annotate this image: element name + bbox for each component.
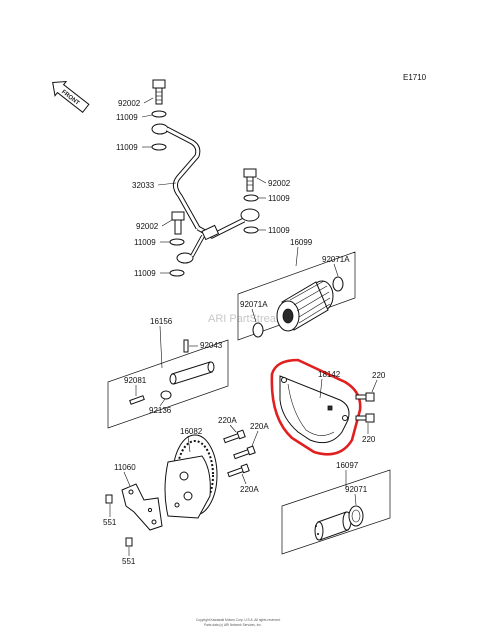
callout-32033: 32033 — [132, 181, 155, 190]
callout-220: 220 — [372, 371, 386, 380]
relief-valve-oring — [348, 505, 364, 527]
callout-92136: 92136 — [149, 406, 172, 415]
reference-code: E1710 — [403, 73, 427, 82]
callout-11009: 11009 — [268, 226, 290, 235]
bolt-220a-2 — [233, 445, 256, 460]
oil-pipe-assembly — [151, 79, 260, 277]
gasket-plate — [121, 483, 163, 531]
highlight-outline — [270, 358, 362, 456]
bolt-220-upper — [355, 392, 375, 402]
callout-92071a: 92071A — [322, 255, 350, 264]
callout-11009: 11009 — [134, 269, 156, 278]
callout-92071a: 92071A — [240, 300, 268, 309]
relief-valve-panel — [281, 469, 391, 555]
oil-filter-panel — [237, 251, 356, 341]
banjo-bolt-left — [171, 211, 185, 235]
washer-3 — [243, 194, 259, 202]
relief-valve — [314, 511, 352, 541]
washer-2 — [151, 143, 167, 151]
pump-shaft — [169, 361, 215, 385]
filter-oring-right — [332, 276, 344, 292]
dowel-pin-1 — [105, 494, 113, 504]
callout-16099: 16099 — [290, 238, 313, 247]
bolt-220-lower — [355, 413, 375, 423]
bolt-220a-3 — [227, 463, 250, 478]
callout-11009: 11009 — [268, 194, 290, 203]
oil-pump-cover — [279, 375, 350, 444]
pump-shaft-panel — [107, 339, 229, 429]
callout-220: 220 — [362, 435, 376, 444]
callout-11009: 11009 — [134, 238, 156, 247]
callout-11009: 11009 — [116, 143, 138, 152]
callout-220a: 220A — [240, 485, 259, 494]
front-arrow-icon: FRONT — [52, 80, 90, 113]
stud — [129, 395, 145, 405]
callout-11060: 11060 — [114, 463, 136, 472]
pin — [183, 339, 189, 353]
callout-16082: 16082 — [180, 427, 203, 436]
callout-11009: 11009 — [116, 113, 138, 122]
banjo-fitting-lower — [176, 252, 194, 264]
callout-92043: 92043 — [200, 341, 223, 350]
washer-6 — [169, 269, 185, 277]
callout-551: 551 — [122, 557, 136, 566]
callout-92002: 92002 — [268, 179, 291, 188]
callout-16156: 16156 — [150, 317, 173, 326]
banjo-fitting-right — [240, 208, 260, 222]
callout-18142: 18142 — [318, 370, 341, 379]
footer-line-2: Parts data (c) ARI Network Services, Inc… — [204, 623, 262, 627]
callout-16097: 16097 — [336, 461, 359, 470]
banjo-bolt-top — [152, 79, 166, 105]
footer-line-1: Copyright Kawasaki Motors Corp. U.S.A. A… — [196, 618, 281, 622]
callout-92002: 92002 — [118, 99, 141, 108]
banjo-fitting-top — [151, 123, 169, 135]
oil-filter-element — [276, 280, 334, 332]
callout-220a: 220A — [218, 416, 237, 425]
callout-551: 551 — [103, 518, 117, 527]
bolt-220a-1 — [223, 429, 246, 444]
washer-4 — [243, 226, 259, 234]
oil-pump-body — [164, 455, 211, 519]
callout-220a: 220A — [250, 422, 269, 431]
callout-92071: 92071 — [345, 485, 368, 494]
washer-1 — [151, 110, 167, 118]
banjo-bolt-right — [243, 168, 257, 192]
dowel-pin-2 — [125, 537, 133, 547]
washer-5 — [169, 238, 185, 246]
callout-92081: 92081 — [124, 376, 147, 385]
collar — [160, 390, 172, 400]
callout-92002: 92002 — [136, 222, 159, 231]
filter-oring-left — [252, 322, 264, 338]
watermark: ARI PartStream — [208, 313, 285, 325]
